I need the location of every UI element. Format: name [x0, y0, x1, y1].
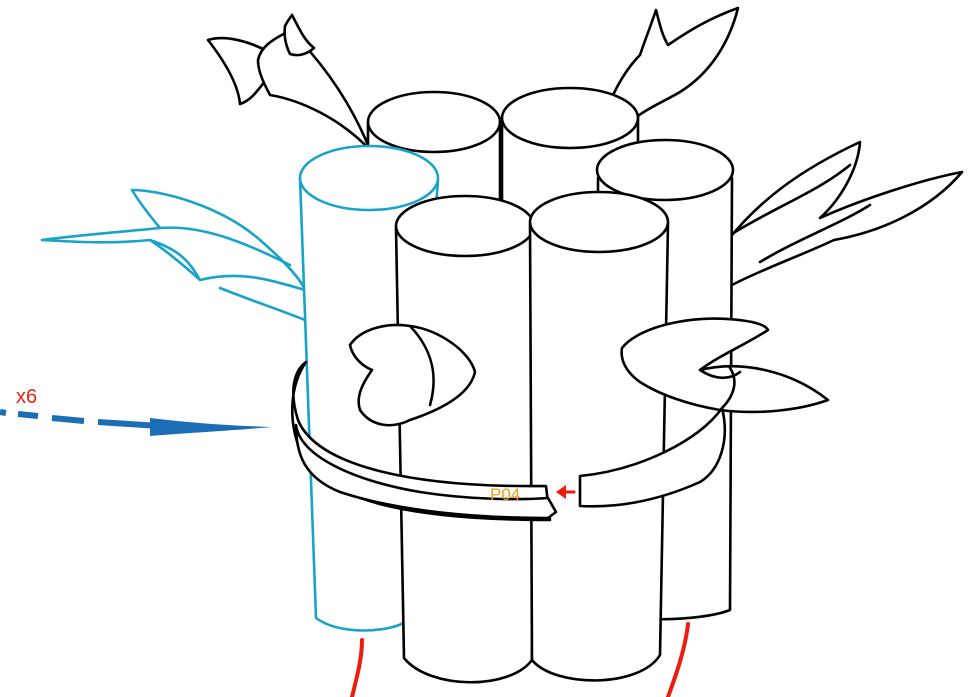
leaf-group-right	[728, 142, 962, 286]
leaf-highlighted	[42, 190, 305, 320]
cylinder-front-left	[396, 196, 534, 682]
quantity-label: x6	[16, 386, 37, 408]
dashed-arrow-right-icon	[0, 412, 272, 436]
leaf-group-top-left	[208, 15, 372, 150]
part-label: P04	[490, 485, 520, 504]
cylinder-front-right	[530, 192, 668, 680]
